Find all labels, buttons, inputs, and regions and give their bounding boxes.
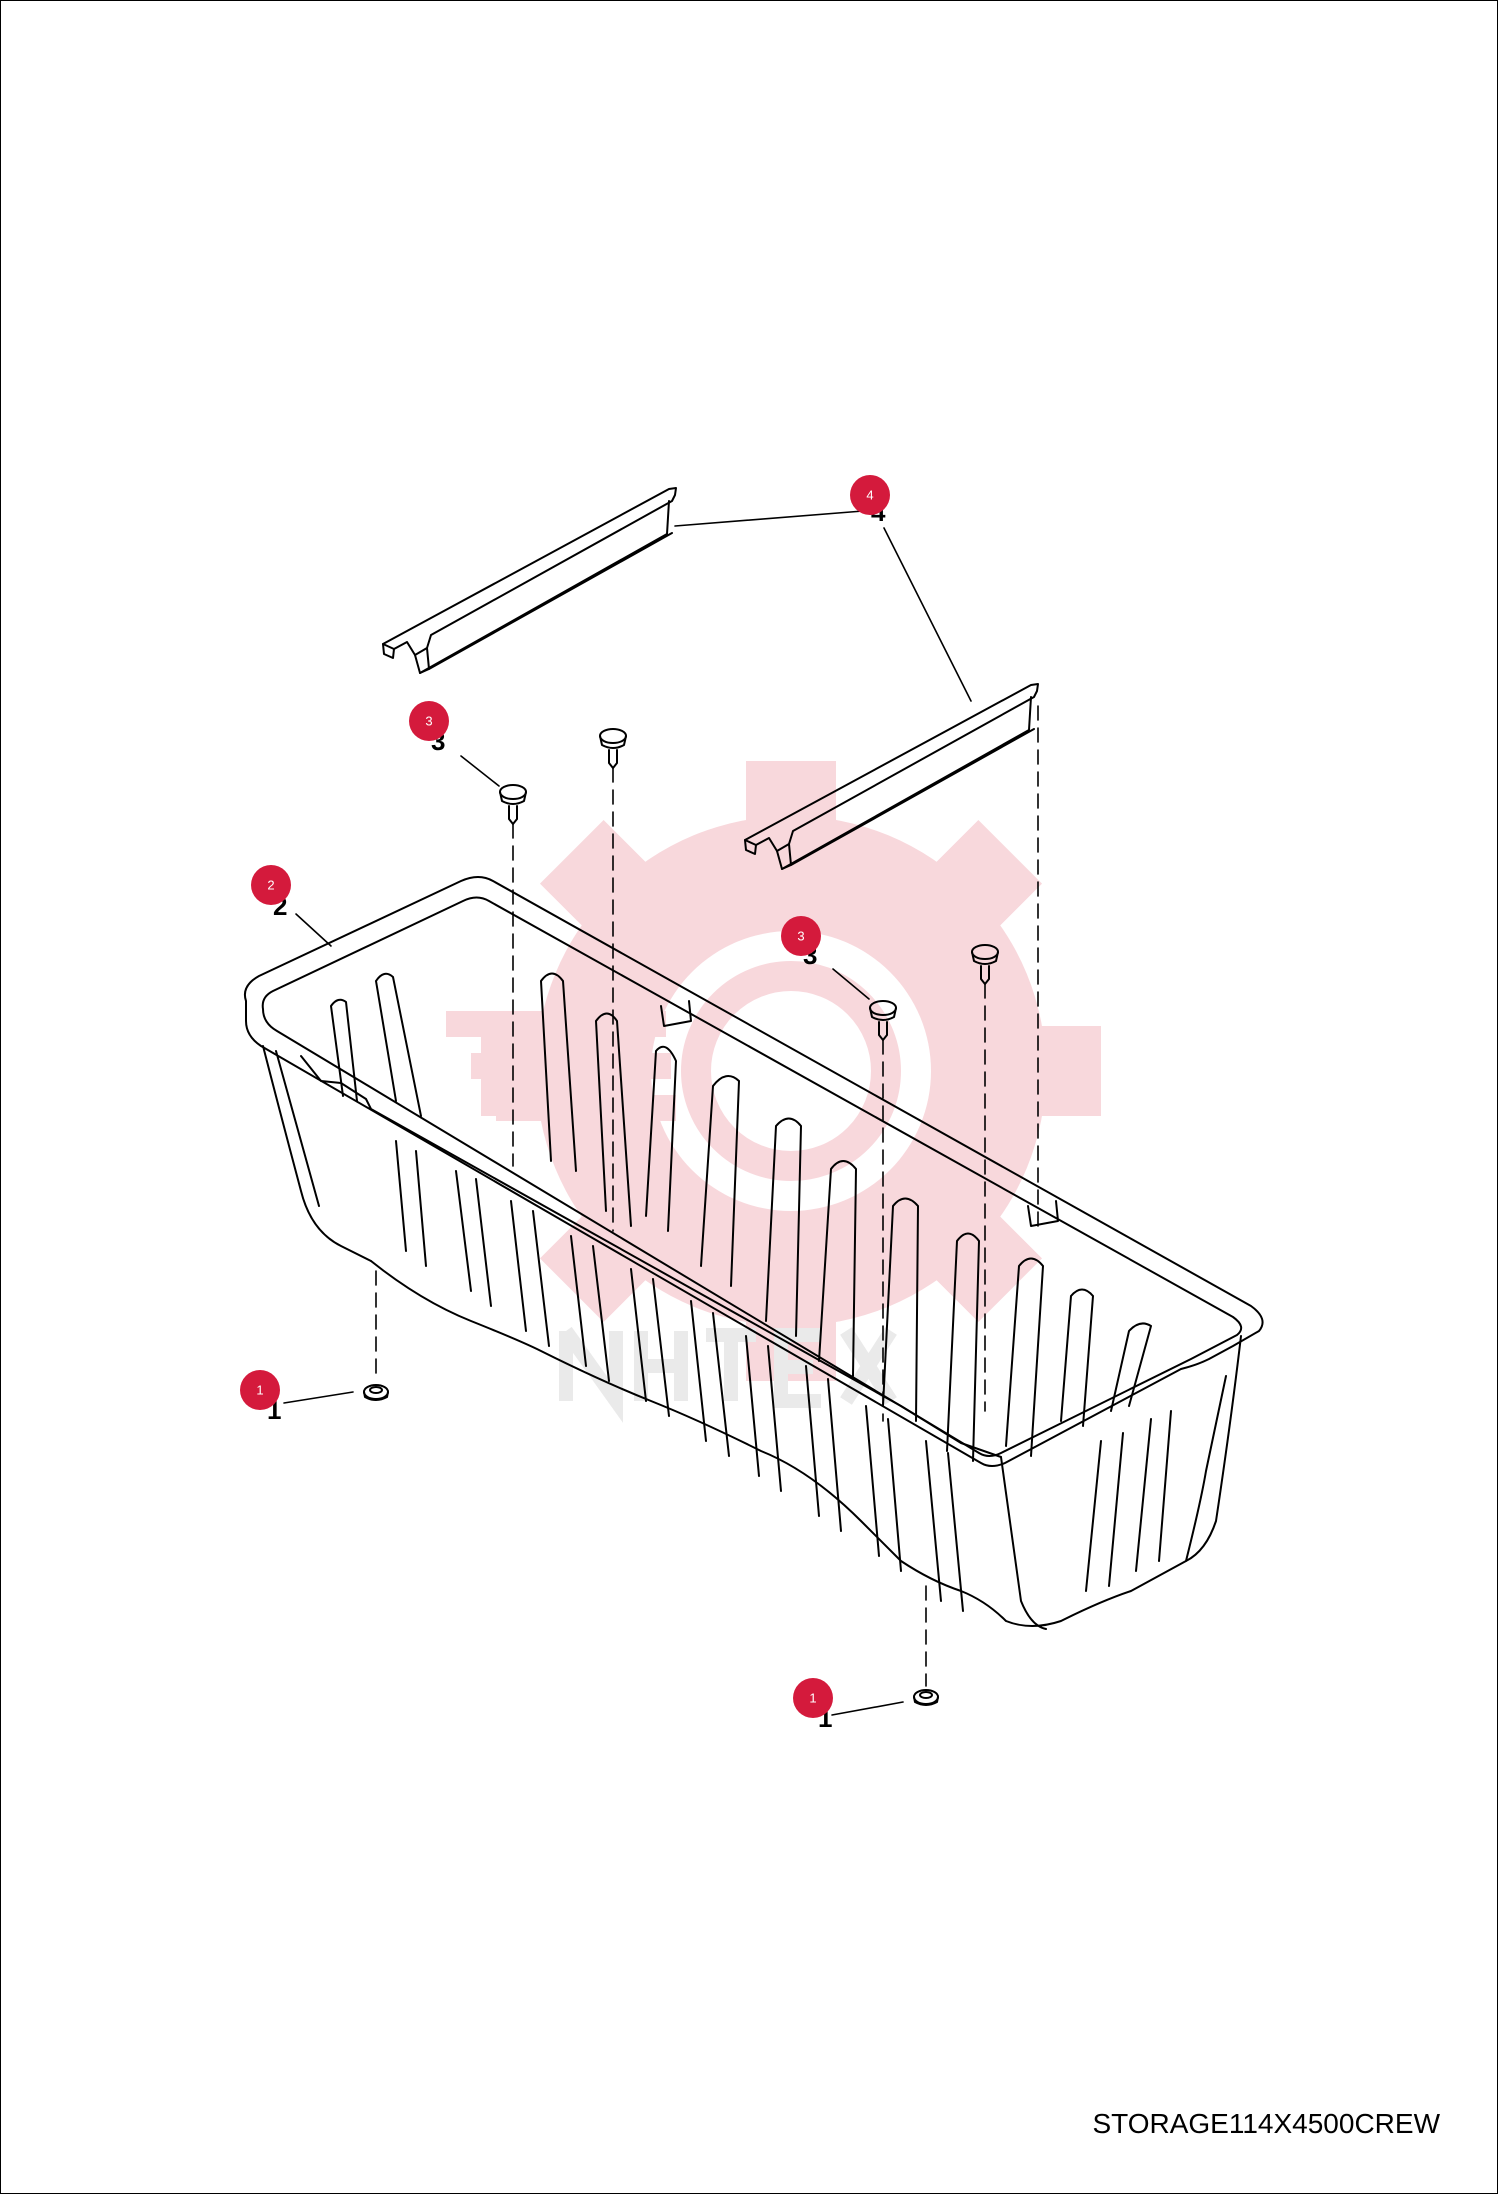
trim-rail-right [744,683,1039,870]
callout-badge-4[interactable]: 4 [850,475,890,515]
fastener-screw-a [499,784,527,825]
drawing-code-label: STORAGE114X4500CREW [1092,2108,1440,2139]
svg-text:1: 1 [256,1383,263,1398]
svg-text:2: 2 [267,878,274,893]
callout-badge-2[interactable]: 2 [251,865,291,905]
trim-rail-left [382,487,677,674]
callout-badge-1-left[interactable]: 1 [240,1370,280,1410]
grommet-right [913,1689,939,1706]
leader-lines [283,510,972,1716]
callout-badge-3-left[interactable]: 3 [409,701,449,741]
assembly-lines [375,705,1039,1687]
svg-text:4: 4 [866,488,873,503]
callout-badge-1-right[interactable]: 1 [793,1678,833,1718]
svg-text:1: 1 [809,1691,816,1706]
storage-tray [243,876,1264,1630]
svg-text:3: 3 [797,929,804,944]
fastener-screw-b [599,728,627,769]
callout-badge-3-right[interactable]: 3 [781,916,821,956]
grommet-left [363,1384,389,1401]
svg-text:3: 3 [425,714,432,729]
